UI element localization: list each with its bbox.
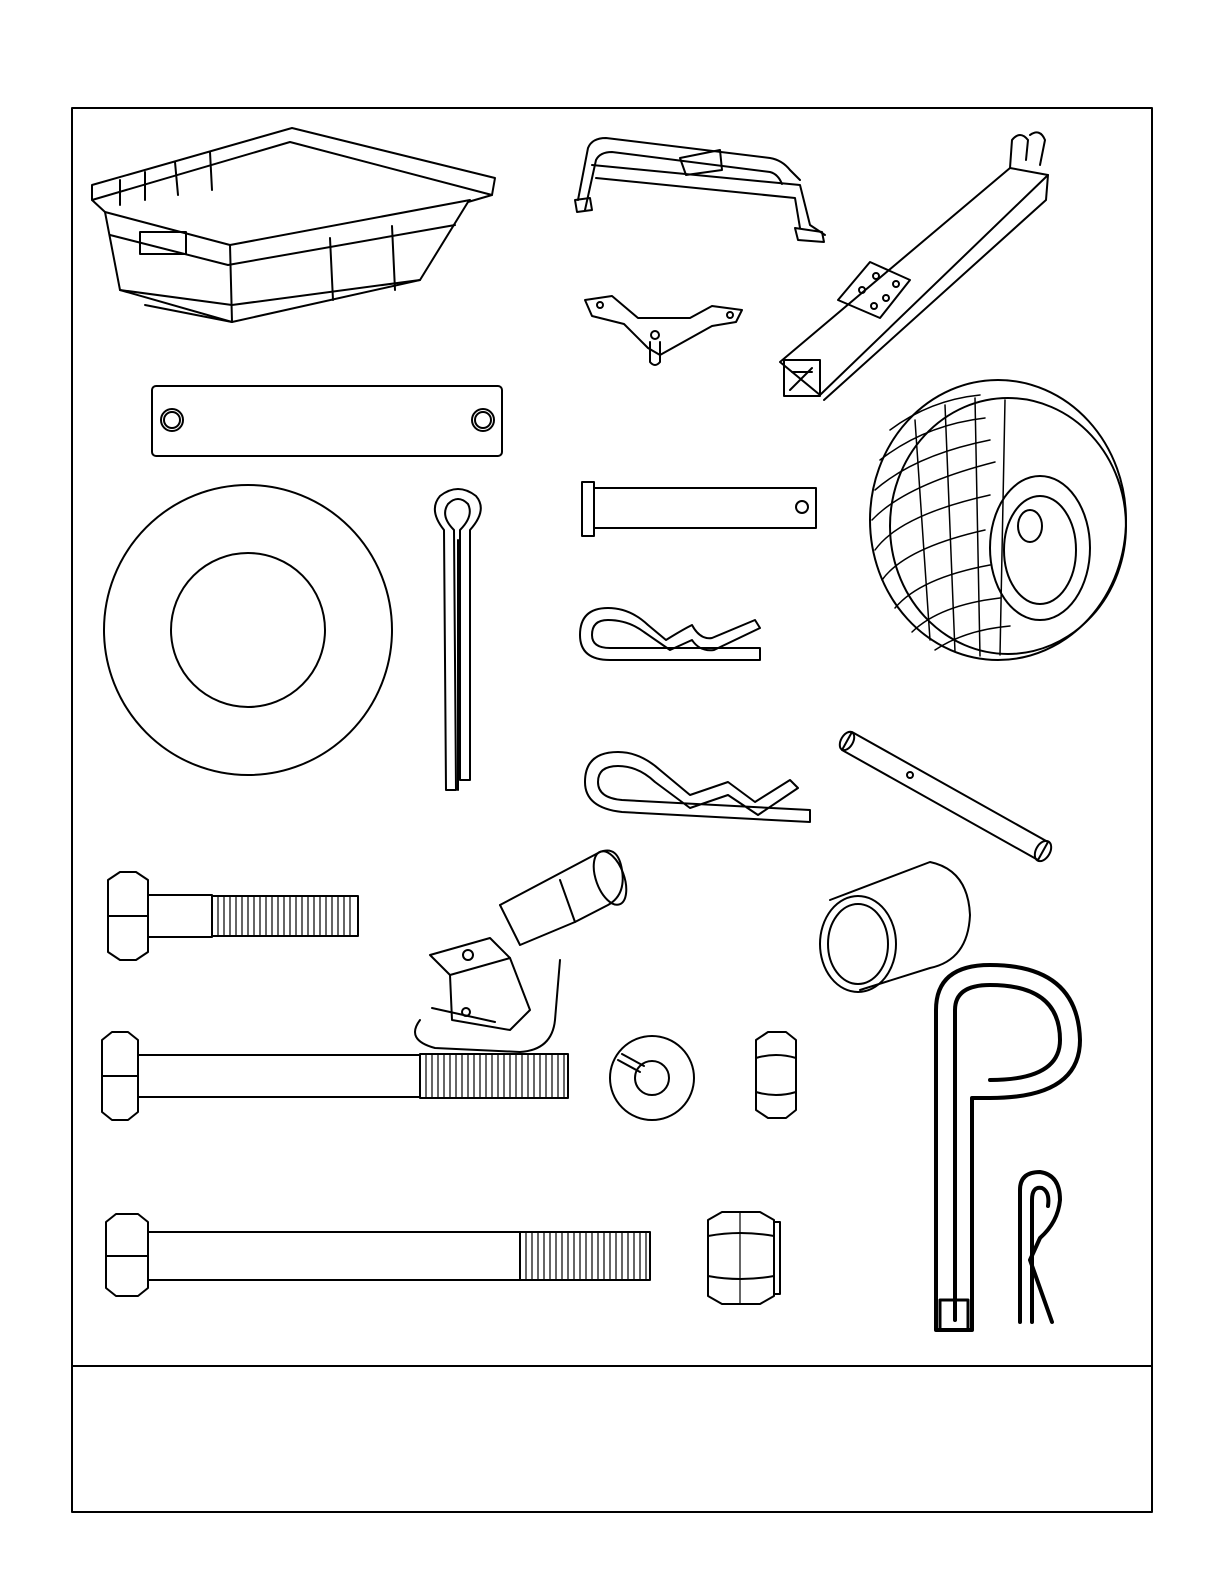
hitch-pin-with-clip-icon [936,965,1080,1330]
hex-bolt-short-icon [108,872,358,960]
handle-frame-icon [575,138,825,242]
cotter-pin-icon [435,489,481,790]
dump-bed-icon [92,128,495,322]
lock-nut-icon [708,1212,780,1304]
flat-washer-icon [104,485,392,775]
hair-pin-small-icon [580,608,760,660]
spacer-icon [820,862,970,992]
clevis-pin-icon [582,482,816,536]
tire-wheel-icon [870,380,1126,660]
bracket-icon [585,296,742,365]
hair-pin-large-icon [585,752,810,822]
caption-area [72,1366,1152,1512]
tongue-tube-icon [780,132,1048,400]
flat-bar-icon [152,386,502,456]
hex-bolt-long-icon [106,1214,650,1296]
hex-bolt-medium-icon [102,1032,568,1120]
hex-nut-icon [756,1032,796,1118]
lock-washer-icon [610,1036,694,1120]
axle-pin-icon [837,729,1055,864]
hitch-icon [415,847,633,1052]
